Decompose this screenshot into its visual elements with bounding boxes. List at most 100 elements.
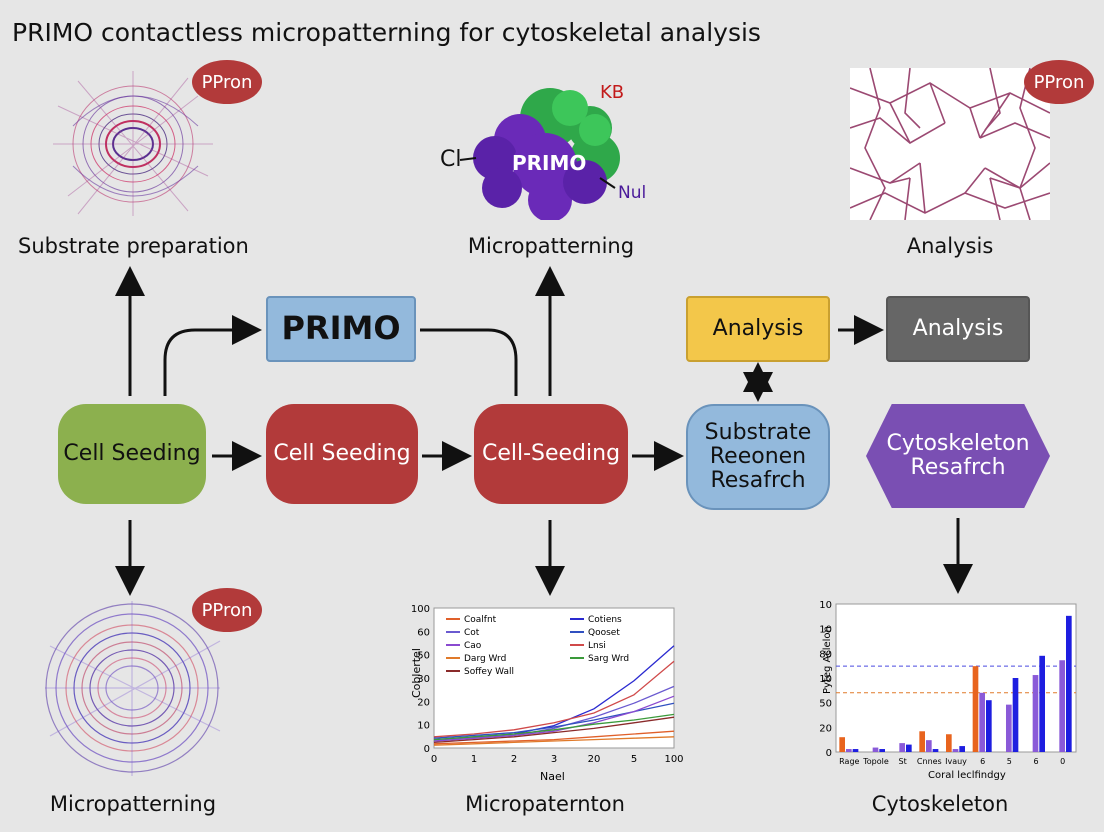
analysis-top-caption: Analysis [906, 234, 994, 258]
line-chart-xtick: 20 [588, 754, 601, 765]
line-chart-series-line [433, 716, 675, 744]
bar-chart-xtick: St [899, 757, 907, 766]
analysis-gray-node[interactable]: Analysis [886, 296, 1030, 362]
line-chart-legend-label: Coalfnt [464, 615, 497, 625]
bar-chart-xtick: Rage [839, 757, 859, 766]
line-chart: Coblertel Nael 0 10 20 30 50 60 100 0 1 2 3 20 5 100… [410, 604, 684, 783]
micropatterning-top-caption: Micropatterning [467, 234, 635, 258]
line-chart-xtick: 100 [664, 754, 683, 765]
primo-molecule-image: KB Cl PRIMO Nul [440, 82, 646, 220]
bar-chart-bar [899, 743, 905, 752]
substrate-preparation-caption: Substrate preparation [18, 234, 249, 258]
bar-chart-ytick: 80 [819, 649, 832, 660]
line-chart-legend-label: Qooset [588, 628, 620, 638]
bar-chart-bar [979, 692, 985, 752]
line-chart-xlabel: Nael [540, 770, 565, 783]
line-chart-legend-label: Cotiens [588, 615, 622, 625]
line-chart-legend-label: Cao [464, 641, 482, 651]
bar-chart-bar [1006, 704, 1012, 752]
bar-chart-xtick: 6 [980, 757, 985, 766]
line-chart-ytick: 100 [411, 604, 430, 615]
bar-chart-ytick: 10 [819, 600, 832, 611]
bar-chart-bar [932, 749, 939, 752]
ppron-badge-3: PPron [192, 588, 262, 632]
line-chart-xtick: 5 [631, 754, 637, 765]
line-chart-ytick: 60 [417, 627, 430, 638]
bar-chart-bar [852, 749, 859, 752]
line-chart-ytick: 20 [417, 697, 430, 708]
fibrous-ring-image-bottom-left [45, 601, 221, 776]
line-chart-series-line [433, 660, 675, 738]
bar-chart-bar [839, 737, 845, 752]
bar-chart-ytick: 20 [819, 723, 832, 734]
bar-chart: Pyteg Aclelon Coral leclfindgy 020501080… [819, 600, 1077, 781]
bar-chart-bar [872, 747, 879, 752]
line-chart-xtick: 0 [431, 754, 437, 765]
bar-chart-bar [946, 734, 952, 752]
bar-chart-ytick: 0 [826, 748, 832, 759]
bar-chart-bar [1066, 615, 1072, 752]
line-chart-ytick: 50 [417, 651, 430, 662]
bar-chart-bar [919, 731, 925, 752]
page-title: PRIMO contactless micropatterning for cy… [12, 18, 761, 47]
bar-chart-bar [1012, 678, 1019, 752]
cell-seeding-node-1[interactable]: Cell Seeding [58, 404, 206, 504]
bar-chart-ytick: 10 [819, 674, 832, 685]
bar-chart-ylabel: Pyteg Aclelon [822, 626, 833, 694]
bar-chart-bar [972, 666, 979, 752]
kb-label: KB [600, 82, 624, 103]
bar-chart-xtick: Ivauy [945, 757, 967, 766]
line-chart-legend-label: Lnsi [588, 641, 606, 651]
nul-label: Nul [618, 183, 646, 203]
bar-chart-xtick: Cnnes [917, 757, 942, 766]
fibrous-ring-image-top-left [53, 71, 213, 216]
line-chart-series-line [433, 713, 675, 741]
bar-chart-bar [1032, 675, 1039, 752]
bar-chart-ytick: 10 [819, 625, 832, 636]
bar-chart-bar [1059, 660, 1065, 752]
bar-chart-bar [1039, 655, 1045, 752]
line-chart-legend-label: Soffey Wall [464, 667, 514, 677]
cl-label: Cl [440, 147, 461, 172]
line-chart-series-line [433, 730, 675, 745]
line-chart-xtick: 3 [551, 754, 557, 765]
line-chart-legend-label: Cot [464, 628, 480, 638]
cytoskeleton-caption: Cytoskeleton [871, 792, 1009, 816]
bar-chart-bar [879, 749, 885, 752]
substrate-research-node[interactable]: Substrate Reeonen Resafrch [686, 404, 830, 510]
line-chart-ytick: 10 [417, 721, 430, 732]
line-chart-series-line [433, 736, 675, 746]
bar-chart-ytick: 50 [819, 699, 832, 710]
bar-chart-bar [959, 746, 965, 752]
bar-chart-bar [986, 700, 992, 752]
cell-seeding-node-3[interactable]: Cell-Seeding [474, 404, 628, 504]
line-chart-xtick: 2 [511, 754, 517, 765]
bar-chart-bar [906, 744, 912, 752]
bar-chart-xtick: Topole [862, 757, 889, 766]
cytoskeleton-research-hex-node[interactable]: Cytoskeleton Resafrch [866, 404, 1050, 508]
bar-chart-xtick: 0 [1060, 757, 1065, 766]
cell-seeding-node-2[interactable]: Cell Seeding [266, 404, 418, 504]
ppron-badge-1: PPron [192, 60, 262, 104]
primo-node[interactable]: PRIMO [266, 296, 416, 362]
bar-chart-bar [952, 749, 959, 752]
analysis-yellow-node[interactable]: Analysis [686, 296, 830, 362]
primo-molecule-label: PRIMO [512, 151, 586, 175]
cytoskeleton-mesh-image [850, 68, 1050, 220]
ppron-badge-2: PPron [1024, 60, 1094, 104]
line-chart-legend-label: Sarg Wrd [588, 654, 629, 664]
line-chart-ylabel: Coblertel [410, 648, 423, 698]
line-chart-legend-label: Darg Wrd [464, 654, 506, 664]
line-chart-ytick: 30 [417, 674, 430, 685]
bar-chart-xlabel: Coral leclfindgy [928, 770, 1006, 781]
bar-chart-xtick: 6 [1033, 757, 1038, 766]
micropaternton-caption: Micropaternton [465, 792, 625, 816]
bar-chart-bar [846, 749, 852, 752]
bar-chart-xtick: 5 [1007, 757, 1012, 766]
line-chart-xtick: 1 [471, 754, 477, 765]
micropatterning-bottom-caption: Micropatterning [49, 792, 217, 816]
line-chart-ytick: 0 [424, 744, 430, 755]
bar-chart-bar [926, 740, 932, 752]
line-chart-series-line [433, 695, 675, 742]
